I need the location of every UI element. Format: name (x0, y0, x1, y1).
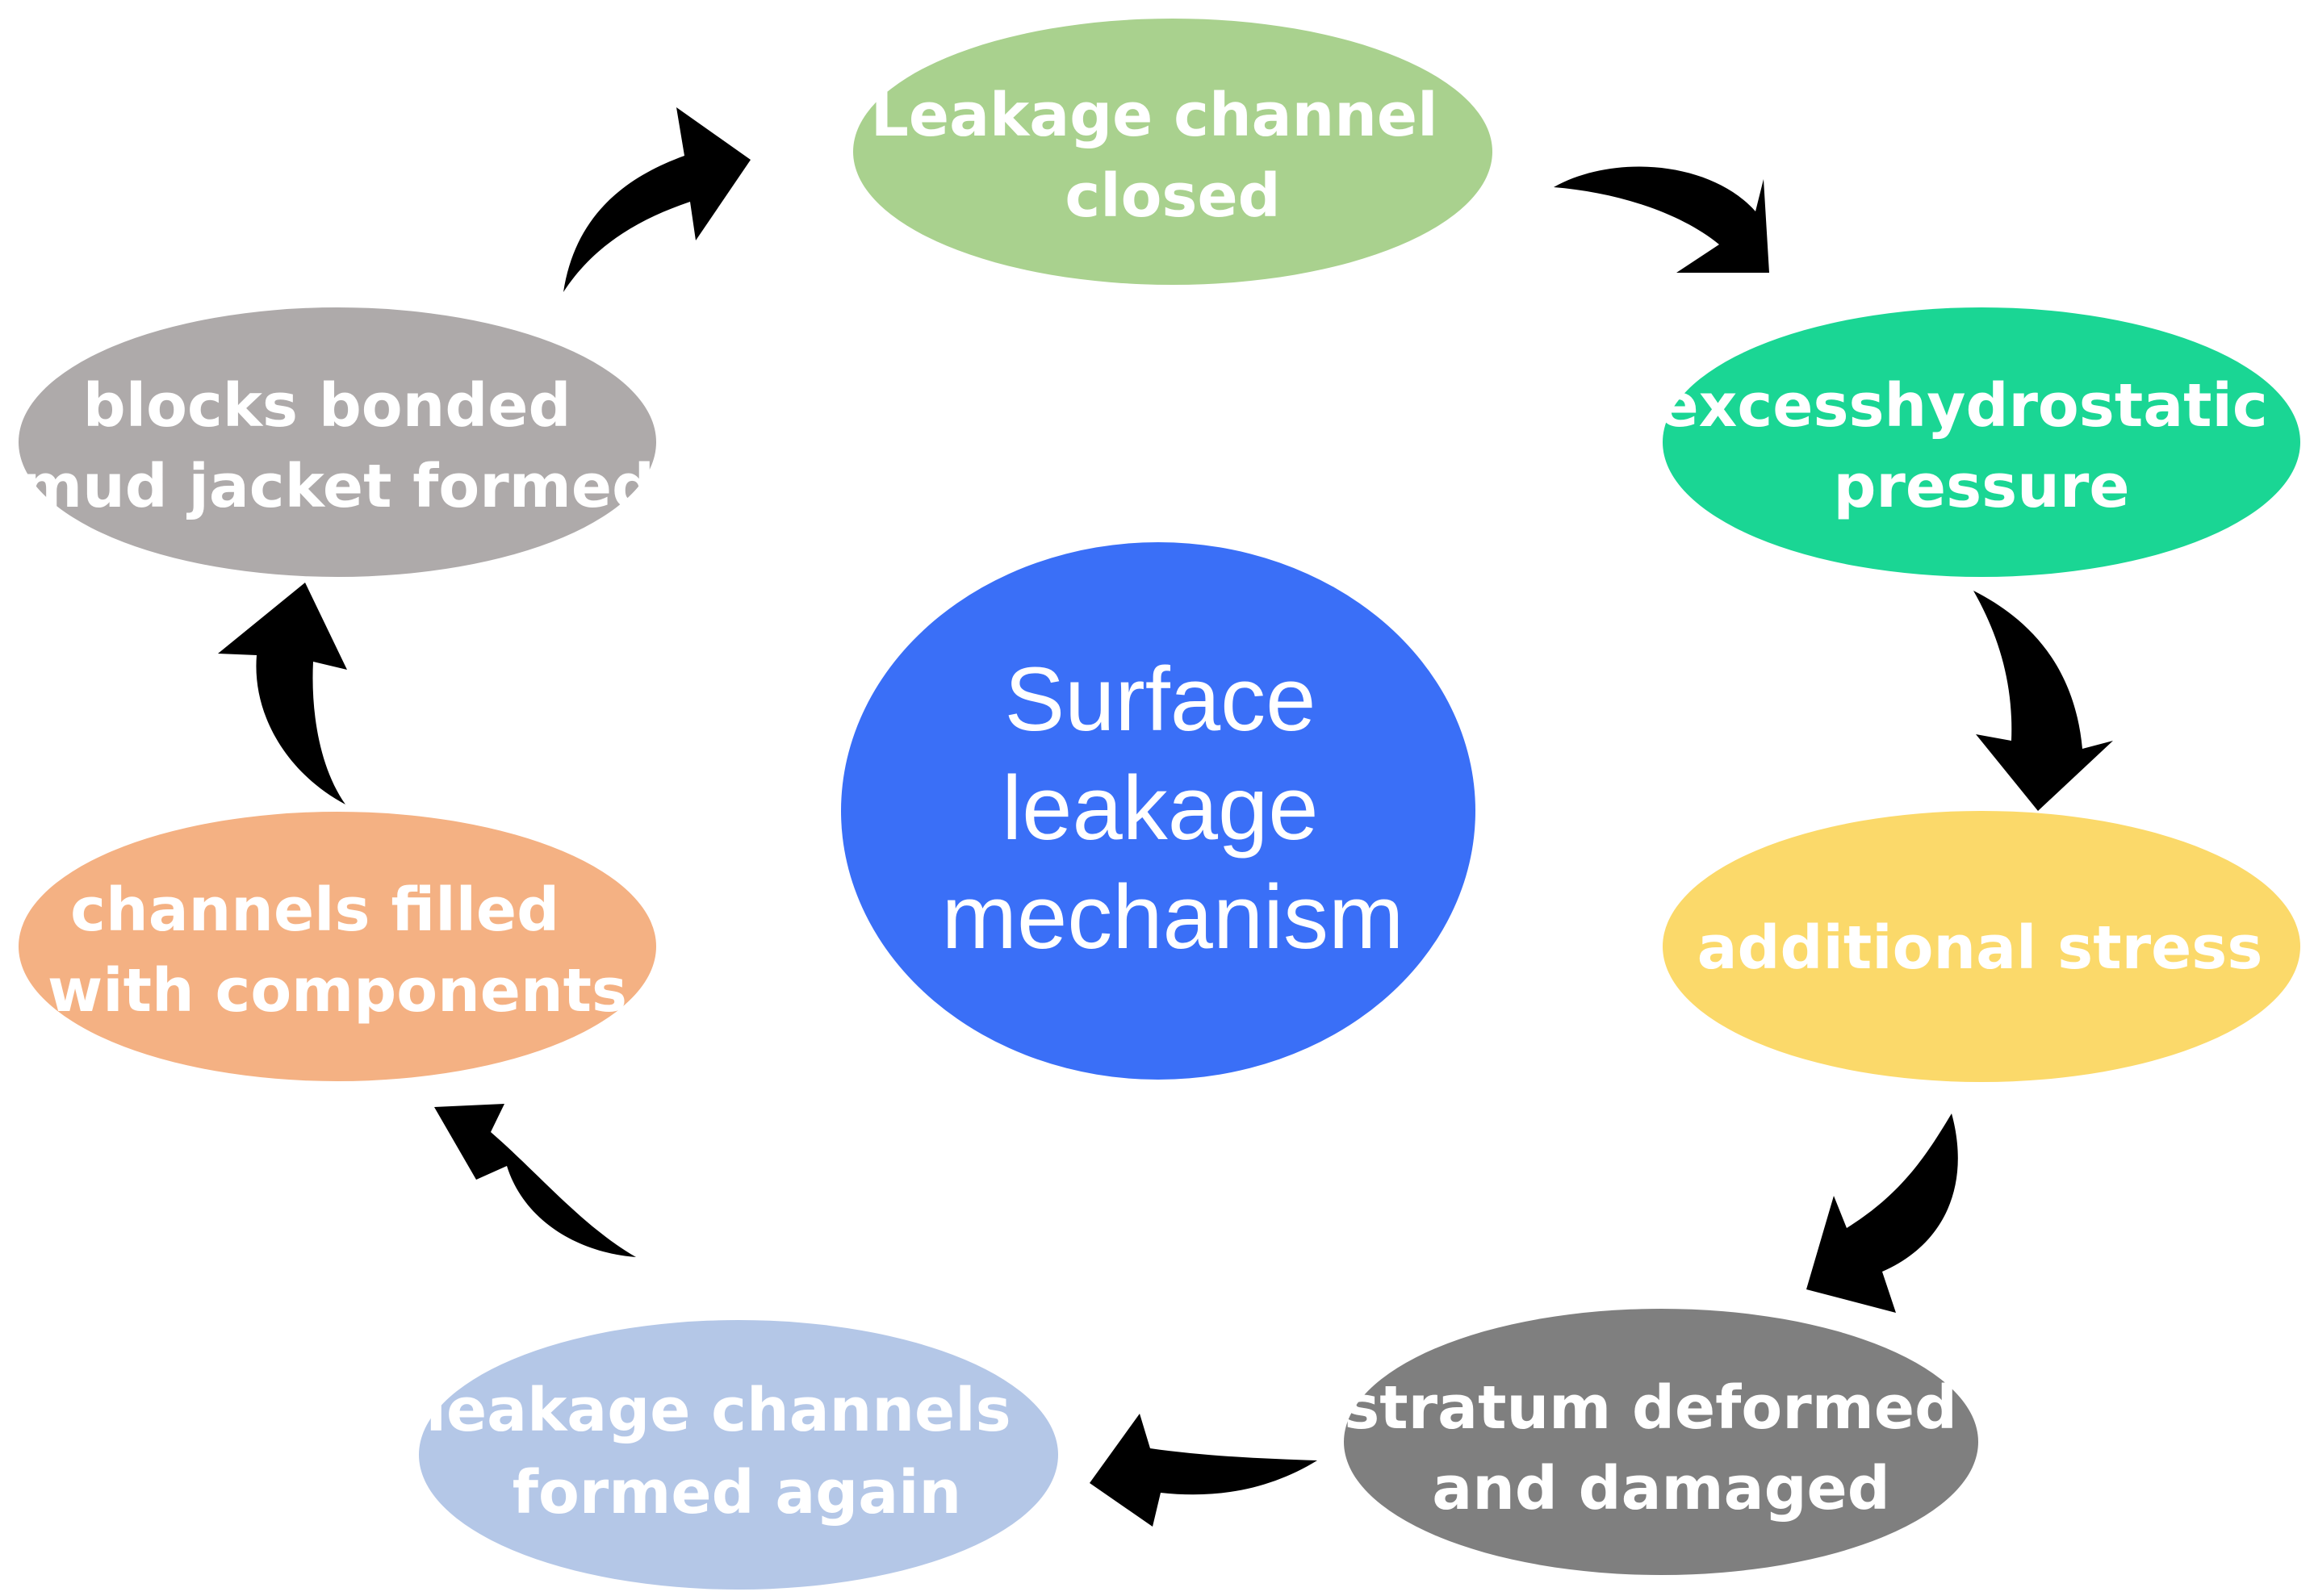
flow-arrow-icon (434, 1104, 636, 1257)
node-label: blocks bonded mud jacket formed (20, 371, 655, 521)
node-label-line: mud jacket formed (20, 452, 655, 521)
node-label-line: leakage channels (426, 1376, 1011, 1445)
center-title: Surface leakage mechanism (942, 649, 1404, 967)
node-label-line: blocks bonded (83, 371, 571, 441)
node-label-line: stratum deformed (1344, 1373, 1957, 1443)
node-label-line: channels filled (70, 875, 559, 945)
node-label: excesshydrostatic pressure (1658, 371, 2288, 521)
node-leakage-channel-closed: Leakage channel closed (853, 19, 1492, 285)
flow-arrow-icon (563, 107, 751, 292)
node-channels-filled: channels filled with components (19, 812, 656, 1081)
node-label: stratum deformed and damaged (1344, 1373, 1978, 1523)
node-label: leakage channels formed again (426, 1376, 1032, 1527)
node-ellipse (1663, 811, 2300, 1082)
flow-arrow-icon (218, 583, 347, 804)
node-blocks-bonded: blocks bonded mud jacket formed (19, 307, 656, 577)
flow-arrow-icon (1806, 1113, 1958, 1313)
center-ellipse (841, 542, 1475, 1080)
node-label-line: formed again (513, 1458, 961, 1527)
node-label-line: pressure (1833, 452, 2129, 521)
node-ellipse (19, 307, 656, 577)
flow-arrow-icon (1554, 166, 1769, 273)
node-label: Leakage channel closed (871, 81, 1459, 231)
node-label: channels filled with components (48, 875, 627, 1026)
node-excess-hydrostatic-pressure: excesshydrostatic pressure (1658, 307, 2300, 577)
node-label-line: and damaged (1432, 1454, 1889, 1523)
node-label-line: Leakage channel (871, 81, 1438, 150)
node-ellipse (1344, 1309, 1978, 1575)
node-additional-stress: additional stress (1663, 811, 2300, 1082)
flow-arrow-icon (1090, 1414, 1317, 1527)
flow-arrow-icon (1973, 591, 2113, 811)
node-ellipse (1663, 307, 2300, 577)
node-leakage-channels-formed-again: leakage channels formed again (419, 1320, 1058, 1590)
center-title-line: Surface (1004, 649, 1316, 750)
node-ellipse (853, 19, 1492, 285)
node-label-line: with components (48, 956, 627, 1026)
node-label-line: closed (1065, 161, 1280, 231)
center-title-line: leakage (1002, 758, 1318, 859)
node-label: additional stress (1697, 913, 2263, 983)
center-title-line: mechanism (942, 867, 1404, 967)
center-node: Surface leakage mechanism (841, 542, 1475, 1080)
node-stratum-deformed: stratum deformed and damaged (1344, 1309, 1978, 1575)
node-label-line: excesshydrostatic (1658, 371, 2267, 441)
node-ellipse (19, 812, 656, 1081)
node-ellipse (419, 1320, 1058, 1590)
node-label-line: additional stress (1697, 913, 2263, 983)
